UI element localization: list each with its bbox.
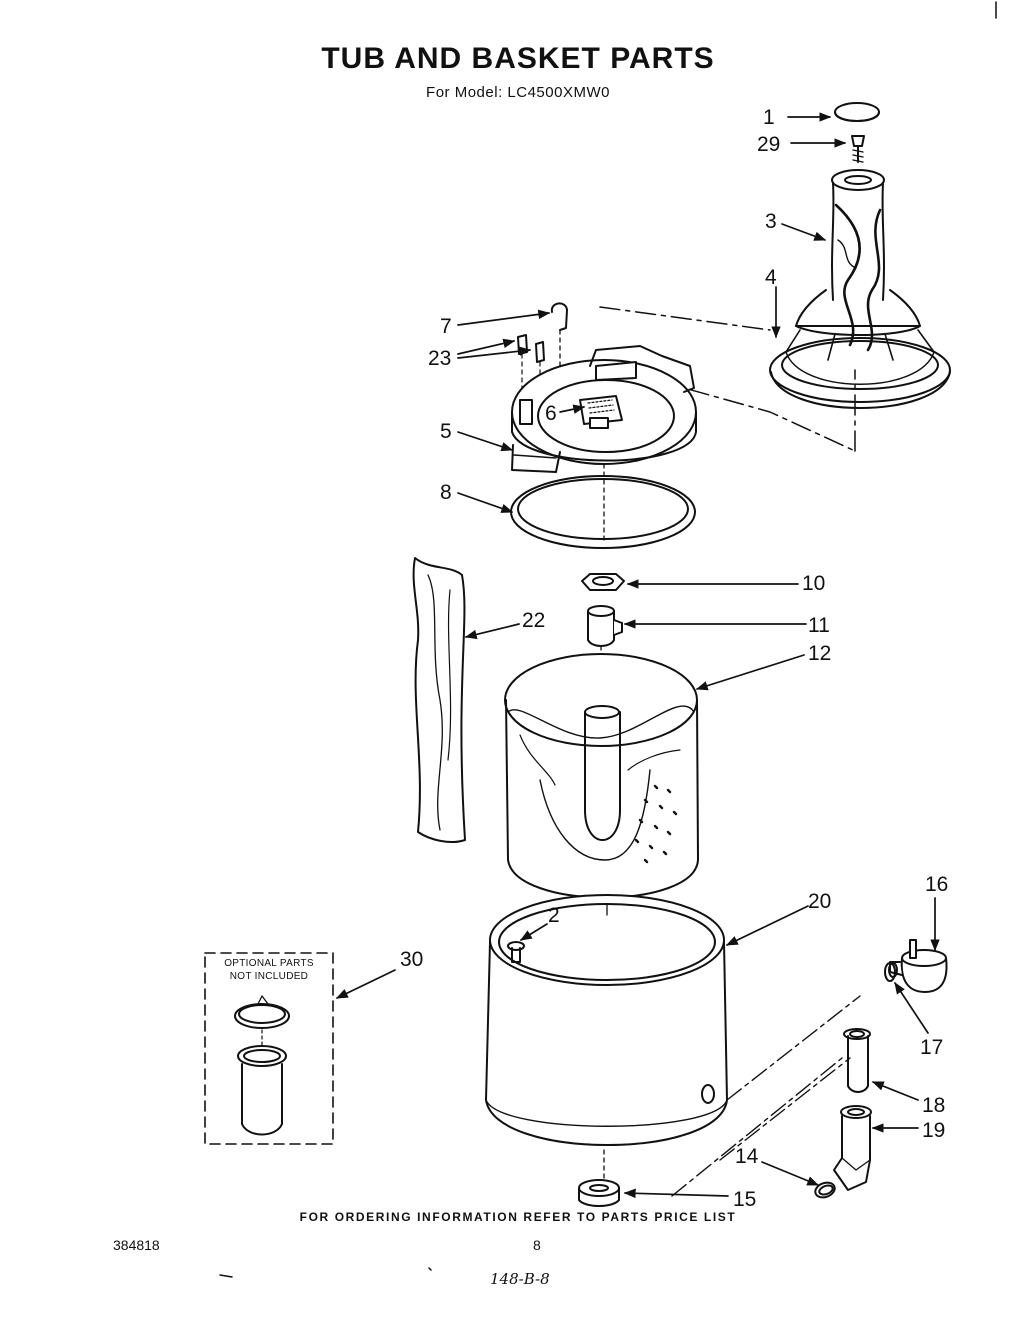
- callout-16: 16: [925, 873, 948, 896]
- callout-23: 23: [428, 347, 451, 370]
- clamp-drawing: [814, 1181, 836, 1199]
- drain-alignment-lines: [671, 995, 861, 1197]
- callout-5: 5: [440, 420, 452, 443]
- callout-30: 30: [400, 948, 423, 971]
- callout-19: 19: [922, 1119, 945, 1142]
- callout-10: 10: [802, 572, 825, 595]
- callout-1: 1: [763, 106, 775, 129]
- handwritten-note: 148-B-8: [490, 1270, 550, 1288]
- callout-17: 17: [920, 1036, 943, 1059]
- callout-8: 8: [440, 481, 452, 504]
- callout-11: 11: [808, 614, 830, 637]
- callout-18: 18: [922, 1094, 945, 1117]
- agitator-base-drawing: [769, 289, 951, 409]
- pump-drawing: [889, 939, 948, 993]
- wash-basket-drawing: [504, 653, 699, 899]
- page-number: 8: [533, 1237, 541, 1253]
- ordering-note: FOR ORDERING INFORMATION REFER TO PARTS …: [299, 1210, 737, 1224]
- tub-fitting-drawing: [507, 941, 525, 963]
- callout-20: 20: [808, 890, 831, 913]
- callout-12: 12: [808, 642, 831, 665]
- callout-22: 22: [522, 609, 545, 632]
- callout-2: 2: [548, 904, 560, 927]
- optional-parts-label: OPTIONAL PARTS: [224, 958, 314, 969]
- tub-ring-drawing: [511, 345, 697, 541]
- callout-leaders: [335, 112, 940, 1199]
- callout-29: 29: [757, 133, 780, 156]
- callout-numbers: 1 29 3 4 7 23 6 5 8 10 11 12 22 2 20 16 …: [400, 106, 948, 1211]
- tub-seal-drawing: [578, 1179, 620, 1207]
- hose-clamp-drawing: [884, 962, 898, 982]
- outer-tub-drawing: [485, 894, 728, 1181]
- spanner-nut-drawing: [581, 573, 625, 591]
- callout-7: 7: [440, 315, 452, 338]
- agitator-bolt-drawing: [851, 135, 865, 163]
- callout-14: 14: [735, 1145, 759, 1168]
- page-title: TUB AND BASKET PARTS: [321, 42, 715, 75]
- document-number: 384818: [113, 1237, 160, 1253]
- filter-pad-drawing: [579, 395, 623, 429]
- callout-4: 4: [765, 266, 777, 289]
- callout-3: 3: [765, 210, 777, 233]
- agitator-barrel-drawing: [831, 169, 885, 352]
- not-included-label: NOT INCLUDED: [229, 971, 309, 982]
- agitator-cap-drawing: [834, 102, 880, 122]
- callout-15: 15: [733, 1188, 756, 1211]
- tub-ring-seal-drawing: [510, 475, 696, 549]
- callout-6: 6: [545, 402, 557, 425]
- drain-hose-drawing: [843, 1028, 871, 1093]
- optional-parts-box: [204, 952, 334, 1145]
- basket-liner-drawing: [412, 557, 466, 843]
- scan-marks: [219, 1, 997, 1278]
- hose-fitting-drawing: [833, 1105, 872, 1191]
- model-subtitle: For Model: LC4500XMW0: [426, 84, 610, 101]
